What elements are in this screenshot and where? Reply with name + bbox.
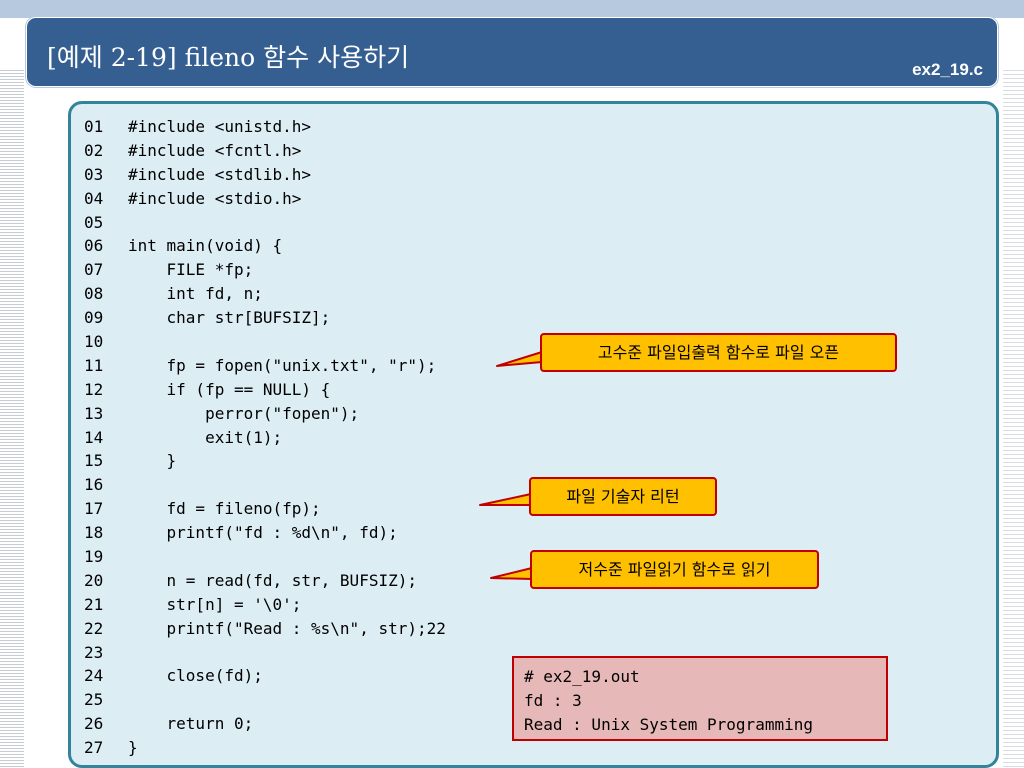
- file-name-label: ex2_19.c: [912, 60, 983, 79]
- left-stripe-decor: [0, 70, 24, 768]
- line-number: 13: [84, 403, 104, 423]
- code-line: 06 int main(void) {: [84, 234, 446, 258]
- callout-text: 파일 기술자 리턴: [566, 487, 680, 506]
- code-line: 10: [84, 330, 446, 354]
- code-line: 18 printf("fd : %d\n", fd);: [84, 521, 446, 545]
- line-number: 09: [84, 308, 104, 328]
- code-text: perror("fopen");: [128, 403, 360, 423]
- line-number: 27: [84, 738, 104, 758]
- code-line: 11 fp = fopen("unix.txt", "r");: [84, 354, 446, 378]
- code-line: 08 int fd, n;: [84, 282, 446, 306]
- code-line: 16: [84, 473, 446, 497]
- code-line: 19: [84, 545, 446, 569]
- code-listing: 01 #include <unistd.h> 02 #include <fcntl.…: [84, 115, 446, 760]
- line-number: 12: [84, 379, 104, 399]
- code-line: 23: [84, 641, 446, 665]
- code-line: 13 perror("fopen");: [84, 402, 446, 426]
- code-text: printf("Read : %s\n", str);22: [128, 618, 446, 638]
- code-text: FILE *fp;: [128, 260, 254, 280]
- line-number: 26: [84, 714, 104, 734]
- title-bar: [예제 2-19] fileno 함수 사용하기 ex2_19.c: [26, 17, 998, 87]
- callout-read: 저수준 파일읽기 함수로 읽기: [530, 550, 819, 589]
- code-line: 26 return 0;: [84, 712, 446, 736]
- code-line: 04 #include <stdio.h>: [84, 187, 446, 211]
- code-line: 27}: [84, 736, 446, 760]
- code-text: char str[BUFSIZ];: [128, 308, 331, 328]
- output-line: # ex2_19.out: [524, 667, 640, 686]
- code-text: }: [128, 451, 177, 471]
- code-text: #include <fcntl.h>: [128, 140, 302, 160]
- line-number: 25: [84, 690, 104, 710]
- line-number: 24: [84, 666, 104, 686]
- callout-text: 저수준 파일읽기 함수로 읽기: [578, 560, 771, 579]
- code-text: int main(void) {: [128, 236, 283, 256]
- code-text: fp = fopen("unix.txt", "r");: [128, 355, 437, 375]
- top-decor-strip: [0, 0, 1024, 18]
- code-text: printf("fd : %d\n", fd);: [128, 523, 398, 543]
- code-text: #include <stdio.h>: [128, 188, 302, 208]
- callout-fopen: 고수준 파일입출력 함수로 파일 오픈: [540, 333, 897, 372]
- line-number: 17: [84, 499, 104, 519]
- code-line: 20 n = read(fd, str, BUFSIZ);: [84, 569, 446, 593]
- code-text: str[n] = '\0';: [128, 594, 302, 614]
- line-number: 03: [84, 164, 104, 184]
- code-line: 25: [84, 688, 446, 712]
- line-number: 04: [84, 188, 104, 208]
- output-box: # ex2_19.out fd : 3 Read : Unix System P…: [512, 656, 888, 741]
- line-number: 08: [84, 284, 104, 304]
- line-number: 22: [84, 618, 104, 638]
- code-line: 14 exit(1);: [84, 426, 446, 450]
- line-number: 20: [84, 570, 104, 590]
- line-number: 07: [84, 260, 104, 280]
- line-number: 11: [84, 355, 104, 375]
- code-text: if (fp == NULL) {: [128, 379, 331, 399]
- code-text: close(fd);: [128, 666, 263, 686]
- code-text: return 0;: [128, 714, 254, 734]
- code-line: 07 FILE *fp;: [84, 258, 446, 282]
- code-line: 12 if (fp == NULL) {: [84, 378, 446, 402]
- code-text: #include <unistd.h>: [128, 117, 312, 136]
- code-line: 24 close(fd);: [84, 664, 446, 688]
- code-line: 09 char str[BUFSIZ];: [84, 306, 446, 330]
- callout-text: 고수준 파일입출력 함수로 파일 오픈: [597, 343, 840, 362]
- line-number: 06: [84, 236, 104, 256]
- right-stripe-decor: [1003, 70, 1024, 768]
- line-number: 15: [84, 451, 104, 471]
- output-line: Read : Unix System Programming: [524, 715, 813, 734]
- code-line: 21 str[n] = '\0';: [84, 593, 446, 617]
- line-number: 05: [84, 212, 104, 232]
- code-text: fd = fileno(fp);: [128, 499, 321, 519]
- code-text: }: [128, 738, 138, 758]
- code-line: 03 #include <stdlib.h>: [84, 163, 446, 187]
- line-number: 19: [84, 547, 104, 567]
- line-number: 18: [84, 523, 104, 543]
- line-number: 23: [84, 642, 104, 662]
- line-number: 10: [84, 332, 104, 352]
- code-line: 22 printf("Read : %s\n", str);22: [84, 617, 446, 641]
- line-number: 01: [84, 117, 104, 136]
- code-line: 02 #include <fcntl.h>: [84, 139, 446, 163]
- code-line: 17 fd = fileno(fp);: [84, 497, 446, 521]
- code-text: exit(1);: [128, 427, 283, 447]
- code-line: 15 }: [84, 449, 446, 473]
- code-line: 05: [84, 211, 446, 235]
- output-listing: # ex2_19.out fd : 3 Read : Unix System P…: [524, 665, 813, 737]
- line-number: 16: [84, 475, 104, 495]
- code-line: 01 #include <unistd.h>: [84, 115, 446, 139]
- line-number: 21: [84, 594, 104, 614]
- output-line: fd : 3: [524, 691, 582, 710]
- line-number: 02: [84, 140, 104, 160]
- code-text: int fd, n;: [128, 284, 263, 304]
- callout-fileno: 파일 기술자 리턴: [529, 477, 717, 516]
- code-text: #include <stdlib.h>: [128, 164, 312, 184]
- code-text: n = read(fd, str, BUFSIZ);: [128, 570, 417, 590]
- slide-title: [예제 2-19] fileno 함수 사용하기: [47, 43, 410, 72]
- line-number: 14: [84, 427, 104, 447]
